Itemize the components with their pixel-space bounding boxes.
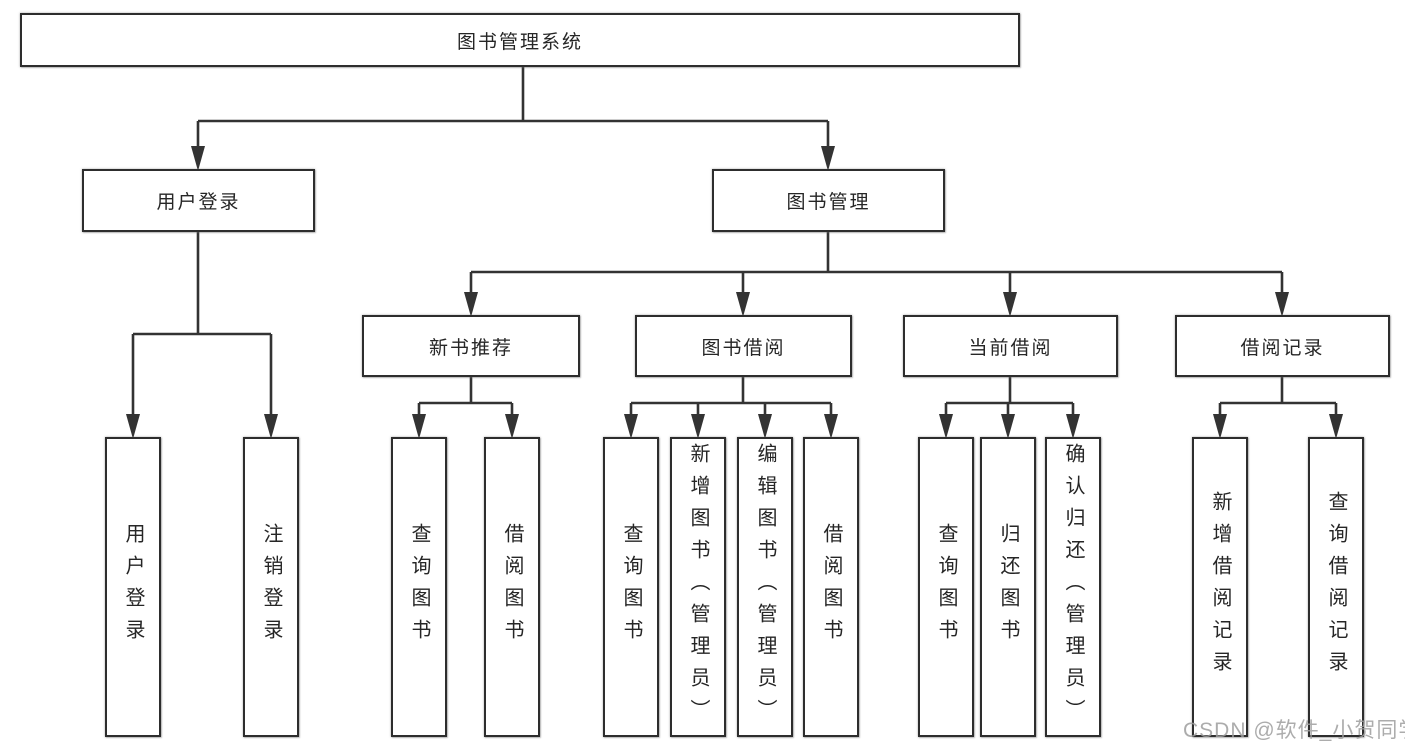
leaf-borrow-books-recommend-label: 借阅图书 xyxy=(501,523,523,651)
leaf-borrow-books-recommend: 借阅图书 xyxy=(484,437,540,737)
leaf-return-books: 归还图书 xyxy=(980,437,1036,737)
leaf-edit-book-admin: 编辑图书（管理员） xyxy=(737,437,793,737)
leaf-borrow-books-borrowing: 借阅图书 xyxy=(803,437,859,737)
watermark: CSDN @软件_小贺同学 xyxy=(1183,719,1405,742)
leaf-query-borrow-record-label: 查询借阅记录 xyxy=(1325,491,1347,683)
node-current-borrowing-label: 当前借阅 xyxy=(968,337,1053,359)
leaf-user-login: 用户登录 xyxy=(105,437,161,737)
node-book-management-label: 图书管理 xyxy=(786,192,871,213)
node-borrowing-records-label: 借阅记录 xyxy=(1240,337,1325,359)
arrowheads xyxy=(126,146,1343,439)
leaf-borrow-books-borrowing-label: 借阅图书 xyxy=(820,523,842,651)
leaf-add-book-admin: 新增图书（管理员） xyxy=(670,437,726,737)
node-user-login: 用户登录 xyxy=(82,169,315,232)
leaf-query-books-current: 查询图书 xyxy=(918,437,974,737)
node-library-system-label: 图书管理系统 xyxy=(456,31,583,53)
leaf-query-books-borrowing-label: 查询图书 xyxy=(620,523,642,651)
node-user-login-label: 用户登录 xyxy=(156,192,241,213)
leaf-query-books-borrowing: 查询图书 xyxy=(603,437,659,737)
node-library-system: 图书管理系统 xyxy=(20,13,1020,67)
leaf-add-borrow-record-label: 新增借阅记录 xyxy=(1209,491,1231,683)
connector-paths xyxy=(131,67,1338,416)
leaf-edit-book-admin-label: 编辑图书（管理员） xyxy=(754,443,776,731)
leaf-confirm-return-admin: 确认归还（管理员） xyxy=(1045,437,1101,737)
leaf-query-books-recommend: 查询图书 xyxy=(391,437,447,737)
leaf-query-borrow-record: 查询借阅记录 xyxy=(1308,437,1364,737)
node-borrowing-records: 借阅记录 xyxy=(1175,315,1390,377)
leaf-query-books-current-label: 查询图书 xyxy=(935,523,957,651)
node-current-borrowing: 当前借阅 xyxy=(903,315,1118,377)
node-new-book-recommend-label: 新书推荐 xyxy=(428,337,513,359)
leaf-add-book-admin-label: 新增图书（管理员） xyxy=(687,443,709,731)
leaf-confirm-return-admin-label: 确认归还（管理员） xyxy=(1062,443,1084,731)
leaf-add-borrow-record: 新增借阅记录 xyxy=(1192,437,1248,737)
leaf-logout: 注销登录 xyxy=(243,437,299,737)
node-book-borrowing-label: 图书借阅 xyxy=(701,337,786,359)
node-book-borrowing: 图书借阅 xyxy=(635,315,852,377)
node-book-management: 图书管理 xyxy=(712,169,945,232)
leaf-query-books-recommend-label: 查询图书 xyxy=(408,523,430,651)
node-new-book-recommend: 新书推荐 xyxy=(362,315,580,377)
leaf-return-books-label: 归还图书 xyxy=(997,523,1019,651)
leaf-logout-label: 注销登录 xyxy=(260,523,282,651)
leaf-user-login-label: 用户登录 xyxy=(122,523,144,651)
